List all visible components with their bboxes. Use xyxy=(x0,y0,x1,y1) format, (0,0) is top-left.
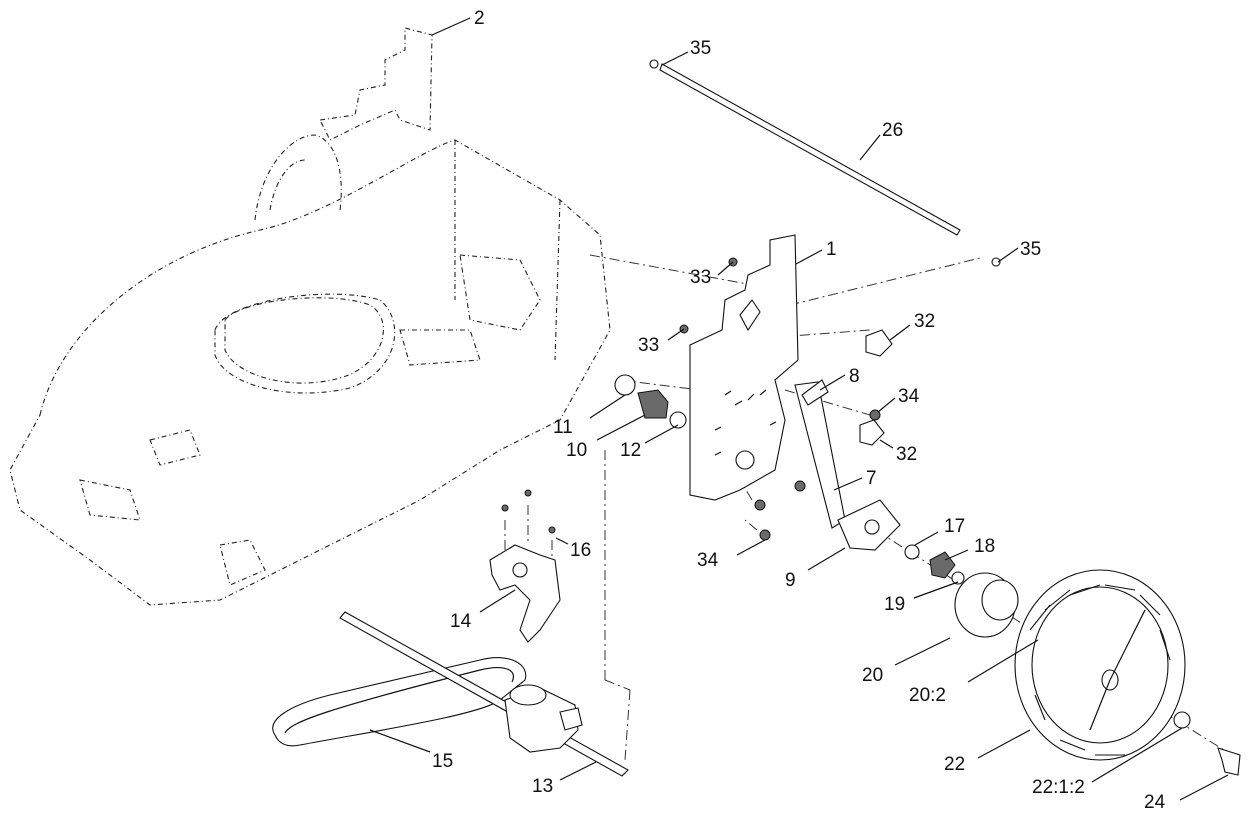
callout-16: 16 xyxy=(570,540,591,561)
callout-35: 35 xyxy=(690,38,711,59)
drive-belt xyxy=(272,657,527,747)
callout-33: 33 xyxy=(690,267,711,288)
height-adjust-lever xyxy=(794,379,846,529)
drive-rod xyxy=(649,59,1001,267)
callout-11: 11 xyxy=(553,417,573,438)
bushing-set xyxy=(614,374,687,429)
callout-32: 32 xyxy=(896,444,917,465)
callout-33: 33 xyxy=(638,335,659,356)
callout-7: 7 xyxy=(866,468,877,489)
callout-35: 35 xyxy=(1020,239,1041,260)
transmission xyxy=(339,611,629,777)
rear-wheel xyxy=(1014,569,1241,776)
callout-17: 17 xyxy=(944,516,965,537)
callout-20: 20 xyxy=(862,665,883,686)
cover-caps xyxy=(859,329,893,446)
callout-10: 10 xyxy=(566,440,587,461)
callout-26: 26 xyxy=(882,120,903,141)
callout-1: 1 xyxy=(826,239,837,260)
callout-13: 13 xyxy=(532,776,553,797)
callout-labels: 2 35 26 35 1 33 32 33 8 34 11 10 12 32 7… xyxy=(432,8,1166,813)
belt-guard xyxy=(489,489,561,643)
callout-15: 15 xyxy=(432,751,453,772)
wheel-hardware xyxy=(904,544,965,585)
bolts xyxy=(679,257,881,541)
callout-19: 19 xyxy=(884,594,905,615)
pivot-plate xyxy=(837,499,901,551)
callout-22: 22 xyxy=(944,754,965,775)
callout-18: 18 xyxy=(974,536,995,557)
callout-24: 24 xyxy=(1144,792,1166,813)
height-adjust-bracket xyxy=(689,234,799,501)
drive-gear-cup xyxy=(954,572,1047,645)
callout-20-2: 20:2 xyxy=(909,685,946,706)
callout-12: 12 xyxy=(620,440,641,461)
leader-lines xyxy=(369,17,1229,801)
callout-34: 34 xyxy=(898,386,920,407)
callout-2: 2 xyxy=(474,8,485,29)
callout-22-1-2: 22:1:2 xyxy=(1032,777,1085,798)
callout-8: 8 xyxy=(849,366,860,387)
callout-9: 9 xyxy=(785,570,796,591)
callout-34: 34 xyxy=(697,550,719,571)
callout-32: 32 xyxy=(914,311,935,332)
mower-deck-phantom xyxy=(9,27,611,606)
callout-14: 14 xyxy=(450,611,472,632)
